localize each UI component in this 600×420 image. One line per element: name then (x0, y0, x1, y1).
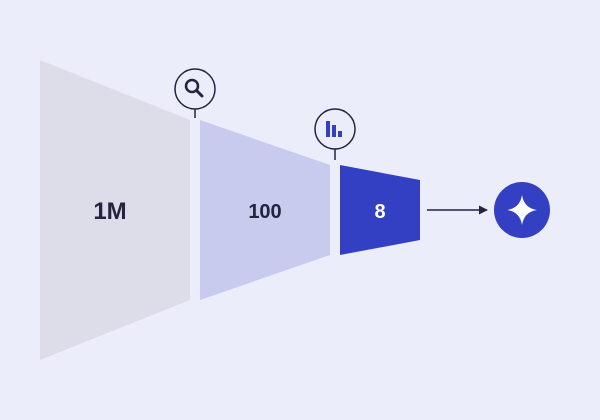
stage-2: 100 (200, 120, 330, 300)
stage-2-shape (200, 120, 330, 300)
stage-3-label: 8 (374, 201, 385, 223)
bar-chart-icon (326, 121, 342, 137)
magnifier-icon (184, 78, 204, 98)
chart-marker (314, 108, 356, 160)
stage-1: 1M (40, 60, 190, 360)
result-node (494, 182, 550, 238)
stage-3: 8 (340, 165, 420, 255)
stage-1-shape (40, 60, 190, 360)
search-marker-circle (174, 68, 216, 110)
stage-2-label: 100 (248, 201, 281, 223)
sparkle-icon (507, 195, 537, 225)
stage-3-shape (340, 165, 420, 255)
search-marker (174, 68, 216, 118)
stage-1-label: 1M (93, 198, 126, 225)
